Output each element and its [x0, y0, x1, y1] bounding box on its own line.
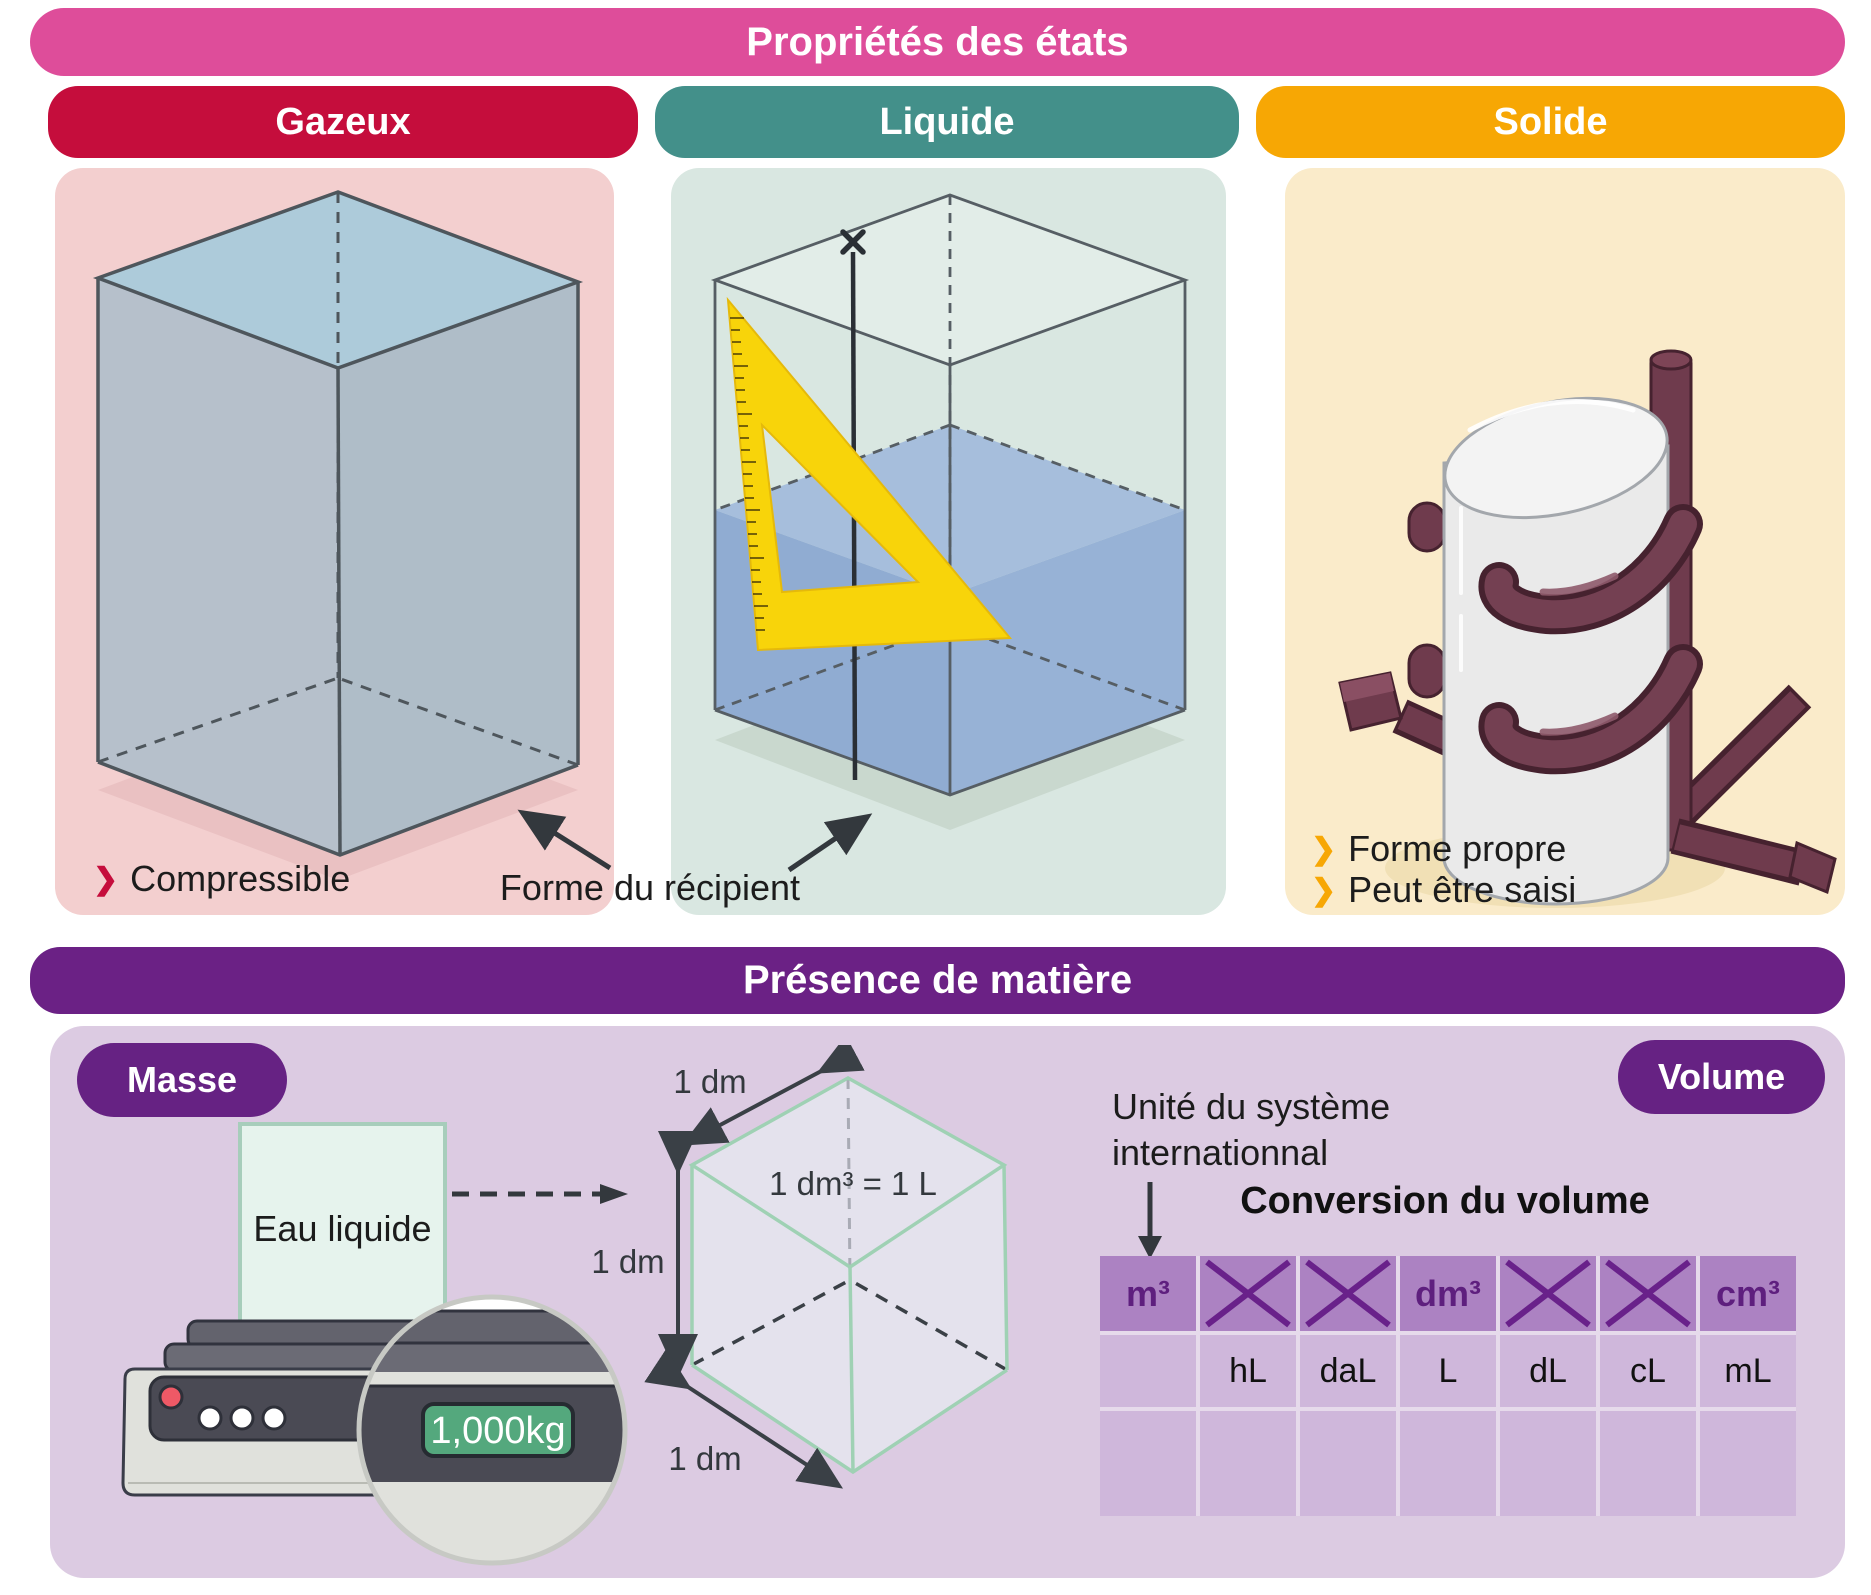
header-gas: Gazeux — [48, 86, 638, 158]
header-cell-crossed — [1600, 1256, 1696, 1331]
gas-property: ❯ Compressible — [93, 860, 350, 901]
liquid-cube-illustration — [710, 193, 1190, 830]
set-square-ruler-ticks — [730, 317, 768, 631]
dm-cube-illustration: 1 dm 1 dm 1 dm 1 dm³ = 1 L — [591, 1045, 1009, 1489]
solid-property: ❯ Forme propre — [1311, 830, 1576, 871]
scale-display-value: 1,000kg — [430, 1410, 565, 1452]
scale-button — [261, 1405, 287, 1431]
blank-cell — [1500, 1411, 1596, 1516]
table-blank-row — [1100, 1411, 1796, 1516]
magnifier: 1,000kg — [356, 1294, 628, 1566]
cube-equivalence: 1 dm³ = 1 L — [769, 1165, 937, 1202]
si-unit-note-line2: internationnal — [1112, 1132, 1329, 1173]
solid-panel: ❯ Forme propre ❯ Peut être saisi — [1285, 168, 1845, 915]
container-shape-arrows — [517, 809, 873, 873]
page-title: Propriétés des états — [746, 19, 1129, 64]
si-note-arrow — [1138, 1182, 1162, 1259]
scale-illustration: 1,000kg — [121, 1294, 628, 1566]
scale-power-button — [158, 1384, 184, 1410]
liquid-cube — [710, 193, 1190, 797]
cross-icon — [1505, 1259, 1591, 1328]
measure-cross-icon — [840, 229, 866, 255]
volume-conversion-table: m³ dm³ cm³ — [1100, 1256, 1796, 1516]
solid-illustration — [1338, 349, 1837, 908]
solid-properties: ❯ Forme propre ❯ Peut être saisi — [1311, 830, 1576, 912]
solid-property-label: Forme propre — [1348, 828, 1567, 869]
gas-property-label: Compressible — [130, 858, 351, 899]
volume-badge: Volume — [1618, 1040, 1825, 1114]
header-cell-crossed — [1300, 1256, 1396, 1331]
liquid-label: Liquide — [879, 100, 1015, 143]
unit-cell — [1100, 1335, 1196, 1407]
unit-cell-L: L — [1400, 1335, 1496, 1407]
matter-banner: Présence de matière — [30, 947, 1845, 1014]
cross-icon — [1605, 1259, 1691, 1328]
dm-cube — [688, 1075, 1009, 1475]
cross-icon — [1205, 1259, 1291, 1328]
conversion-table-title: Conversion du volume — [1240, 1180, 1650, 1222]
gas-panel: ❯ Compressible — [55, 168, 614, 915]
scale-button — [229, 1405, 255, 1431]
dashed-arrow — [452, 1184, 628, 1204]
blank-cell — [1100, 1411, 1196, 1516]
si-unit-note: Unité du système internationnal — [1112, 1084, 1390, 1176]
liquid-panel — [671, 168, 1226, 915]
solid-property: ❯ Peut être saisi — [1311, 871, 1576, 912]
solid-label: Solide — [1493, 100, 1608, 143]
unit-cell-cL: cL — [1600, 1335, 1696, 1407]
chevron-icon: ❯ — [93, 863, 119, 896]
header-cell-dm3: dm³ — [1400, 1256, 1496, 1331]
table-units-row: hL daL L dL cL mL — [1100, 1335, 1796, 1407]
solid-property-label: Peut être saisi — [1348, 869, 1577, 910]
unit-cell-dL: dL — [1500, 1335, 1596, 1407]
header-cell-cm3: cm³ — [1700, 1256, 1796, 1331]
blank-cell — [1400, 1411, 1496, 1516]
title-banner: Propriétés des états — [30, 8, 1845, 76]
matter-title: Présence de matière — [742, 958, 1133, 1002]
water-sample-label: Eau liquide — [253, 1207, 432, 1249]
mass-badge: Masse — [77, 1043, 287, 1117]
header-cell-crossed — [1200, 1256, 1296, 1331]
gas-label: Gazeux — [275, 100, 411, 143]
scale-button — [197, 1405, 223, 1431]
gas-cube — [92, 190, 584, 857]
volume-badge-label: Volume — [1657, 1056, 1786, 1097]
set-square — [726, 296, 1013, 652]
edge-label-bottom: 1 dm — [668, 1440, 741, 1477]
scale-display — [421, 1402, 575, 1458]
gas-cube-illustration — [92, 190, 584, 880]
chevron-icon: ❯ — [1311, 833, 1337, 866]
cross-icon — [1305, 1259, 1391, 1328]
blank-cell — [1700, 1411, 1796, 1516]
chevron-icon: ❯ — [1311, 874, 1337, 907]
dimension-arrows — [644, 1045, 865, 1489]
edge-label-top: 1 dm — [673, 1063, 746, 1100]
container-shape-label: Forme du récipient — [499, 867, 801, 908]
si-unit-note-line1: Unité du système — [1112, 1086, 1391, 1127]
header-solid: Solide — [1256, 86, 1845, 158]
unit-cell-hL: hL — [1200, 1335, 1296, 1407]
blank-cell — [1200, 1411, 1296, 1516]
edge-label-left: 1 dm — [591, 1243, 664, 1280]
header-cell-m3: m³ — [1100, 1256, 1196, 1331]
unit-cell-daL: daL — [1300, 1335, 1396, 1407]
clamp-arms — [1478, 504, 1703, 775]
blank-cell — [1300, 1411, 1396, 1516]
blank-cell — [1600, 1411, 1696, 1516]
solid-cylinder — [1442, 396, 1670, 906]
table-header-row: m³ dm³ cm³ — [1100, 1256, 1796, 1331]
mass-badge-label: Masse — [126, 1059, 238, 1100]
header-liquid: Liquide — [655, 86, 1239, 158]
header-cell-crossed — [1500, 1256, 1596, 1331]
unit-cell-mL: mL — [1700, 1335, 1796, 1407]
